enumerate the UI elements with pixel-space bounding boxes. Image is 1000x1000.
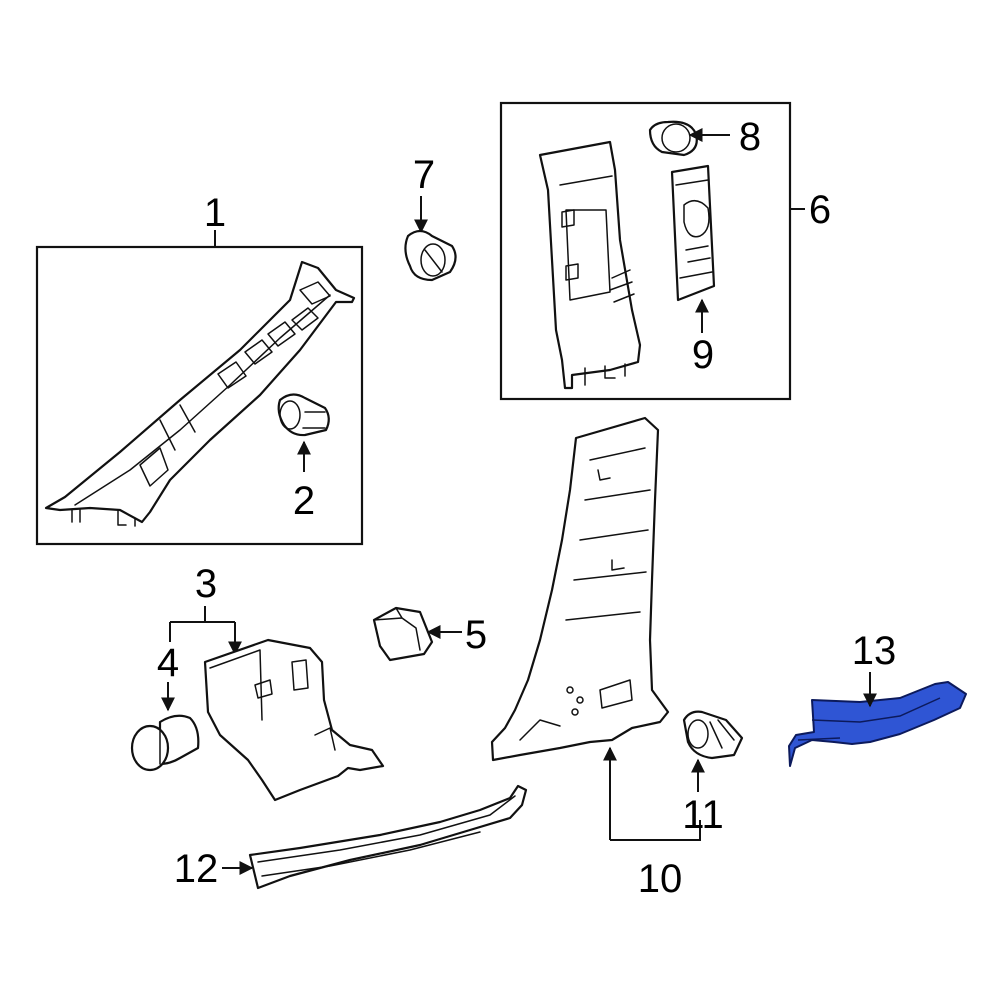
part-12-scuff-plate[interactable] — [248, 784, 528, 890]
callout-12[interactable]: 12 — [174, 847, 219, 891]
part-5-clip[interactable] — [372, 606, 434, 662]
part-10-lower-trim[interactable] — [490, 416, 670, 762]
part-3-lower-trim[interactable] — [203, 638, 385, 802]
callout-10[interactable]: 10 — [638, 857, 683, 901]
part-13-scuff-plate-highlighted[interactable] — [788, 681, 967, 767]
part-1-a-pillar-trim[interactable] — [44, 260, 356, 527]
callout-8[interactable]: 8 — [739, 115, 761, 159]
callout-6[interactable]: 6 — [809, 188, 831, 232]
callout-5[interactable]: 5 — [465, 613, 487, 657]
callout-11[interactable]: 11 — [682, 793, 724, 837]
callout-13[interactable]: 13 — [852, 629, 897, 673]
callout-1[interactable]: 1 — [204, 191, 226, 235]
callout-3[interactable]: 3 — [195, 562, 217, 606]
group-box-1 — [35, 245, 364, 546]
callout-4[interactable]: 4 — [157, 641, 179, 685]
part-2-clip[interactable] — [277, 393, 330, 437]
part-6-upper-trim[interactable] — [538, 140, 642, 390]
callout-2[interactable]: 2 — [293, 479, 315, 523]
leader-10b — [610, 820, 701, 841]
part-11-clip[interactable] — [682, 710, 744, 760]
part-8-clip[interactable] — [648, 120, 698, 157]
part-4-clip[interactable] — [130, 714, 200, 772]
part-7-clip[interactable] — [404, 229, 457, 282]
leader-3 — [170, 606, 235, 654]
part-9-cover[interactable] — [670, 164, 716, 302]
callout-7[interactable]: 7 — [413, 153, 435, 197]
group-box-6 — [499, 101, 792, 401]
callout-9[interactable]: 9 — [692, 333, 714, 377]
